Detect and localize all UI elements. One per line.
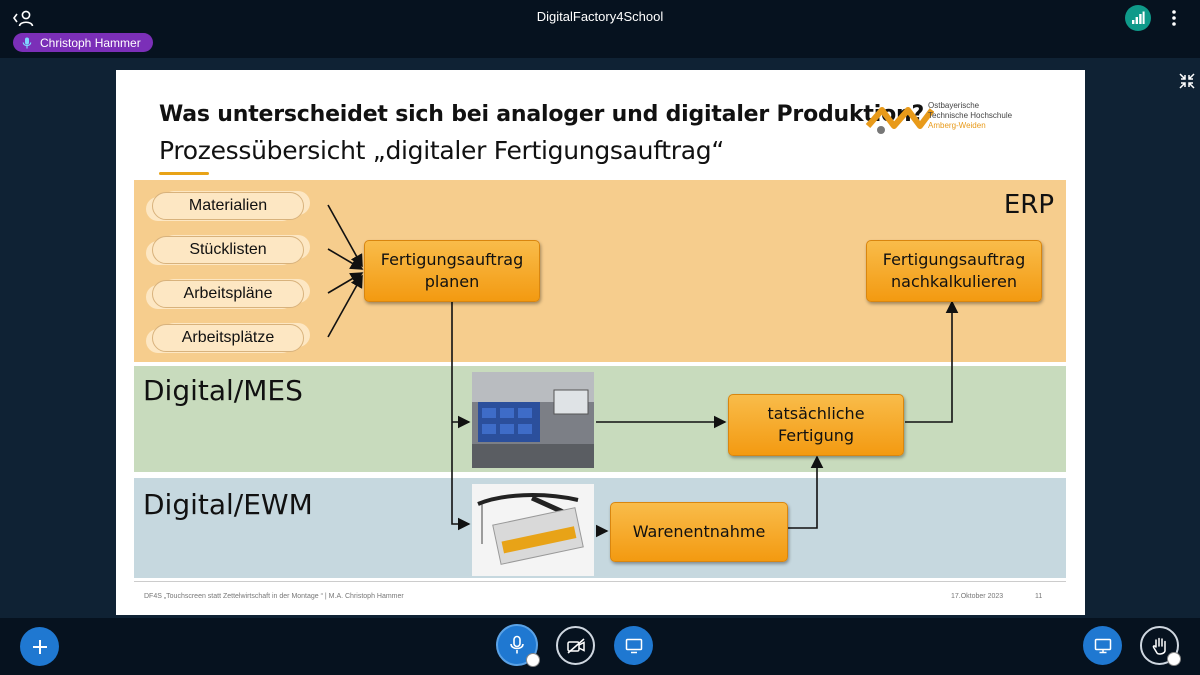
microphone-button[interactable] bbox=[496, 624, 540, 667]
cloud-arbeitsplaetze: Arbeitsplätze bbox=[152, 324, 304, 352]
microphone-icon bbox=[510, 635, 524, 654]
presentation-stage: Was unterscheidet sich bei analoger und … bbox=[0, 58, 1200, 618]
raise-hand-icon bbox=[1152, 637, 1166, 655]
screen-share-button[interactable] bbox=[614, 626, 653, 665]
university-logo bbox=[864, 100, 1054, 140]
flow-arrows bbox=[327, 204, 959, 538]
presenter-badge: Christoph Hammer bbox=[13, 33, 153, 52]
screen-share-icon bbox=[625, 638, 642, 653]
connection-status-icon[interactable] bbox=[1125, 5, 1151, 31]
band-ewm: Digital/EWM bbox=[134, 478, 1066, 578]
hand-options-badge[interactable] bbox=[1167, 652, 1181, 666]
mic-options-badge[interactable] bbox=[526, 653, 540, 667]
user-list-icon[interactable] bbox=[12, 8, 36, 28]
footer-page-number: 11 bbox=[1035, 593, 1043, 600]
footer-text: DF4S „Touchscreen statt Zettelwirtschaft… bbox=[144, 593, 404, 600]
actions-plus-button[interactable] bbox=[20, 627, 59, 666]
window-title: DigitalFactory4School bbox=[536, 9, 664, 24]
box-tatsaechliche-fertigung: tatsächliche Fertigung bbox=[728, 394, 904, 456]
presentation-icon bbox=[1094, 638, 1111, 653]
band-label-mes: Digital/MES bbox=[143, 374, 303, 407]
slide-title: Was unterscheidet sich bei analoger und … bbox=[159, 102, 925, 127]
box-fertigungsauftrag-nachkalkulieren: Fertigungsauftrag nachkalkulieren bbox=[866, 240, 1042, 302]
plus-icon bbox=[32, 639, 47, 654]
cloud-arbeitsplaene: Arbeitspläne bbox=[152, 280, 304, 308]
band-mes: Digital/MES bbox=[134, 366, 1066, 472]
footer-date: 17.Oktober 2023 bbox=[951, 593, 1004, 600]
footer-rule bbox=[134, 581, 1066, 582]
presentation-button[interactable] bbox=[1083, 626, 1122, 665]
box-warenentnahme: Warenentnahme bbox=[610, 502, 788, 562]
cloud-stuecklisten: Stücklisten bbox=[152, 236, 304, 264]
band-label-erp: ERP bbox=[1003, 190, 1054, 220]
logo-text: Ostbayerische Technische Hochschule Ambe… bbox=[928, 101, 1013, 130]
microphone-icon bbox=[20, 36, 34, 50]
more-vertical-icon[interactable] bbox=[1166, 8, 1182, 28]
band-label-ewm: Digital/EWM bbox=[143, 488, 313, 521]
smart-glasses-photo bbox=[472, 484, 594, 576]
cloud-materialien: Materialien bbox=[152, 192, 304, 220]
camera-off-icon bbox=[566, 637, 585, 654]
title-underline bbox=[159, 172, 209, 175]
raise-hand-button[interactable] bbox=[1140, 626, 1181, 666]
bottom-toolbar bbox=[0, 618, 1200, 675]
presenter-name: Christoph Hammer bbox=[40, 35, 141, 50]
fullscreen-icon[interactable] bbox=[1178, 72, 1196, 90]
slide-subtitle: Prozessübersicht „digitaler Fertigungsau… bbox=[159, 136, 724, 165]
slide: Was unterscheidet sich bei analoger und … bbox=[116, 70, 1085, 615]
workstation-photo bbox=[472, 372, 594, 468]
top-bar: DigitalFactory4School Christoph Hammer bbox=[0, 0, 1200, 58]
camera-button[interactable] bbox=[556, 626, 595, 665]
box-fertigungsauftrag-planen: Fertigungsauftrag planen bbox=[364, 240, 540, 302]
